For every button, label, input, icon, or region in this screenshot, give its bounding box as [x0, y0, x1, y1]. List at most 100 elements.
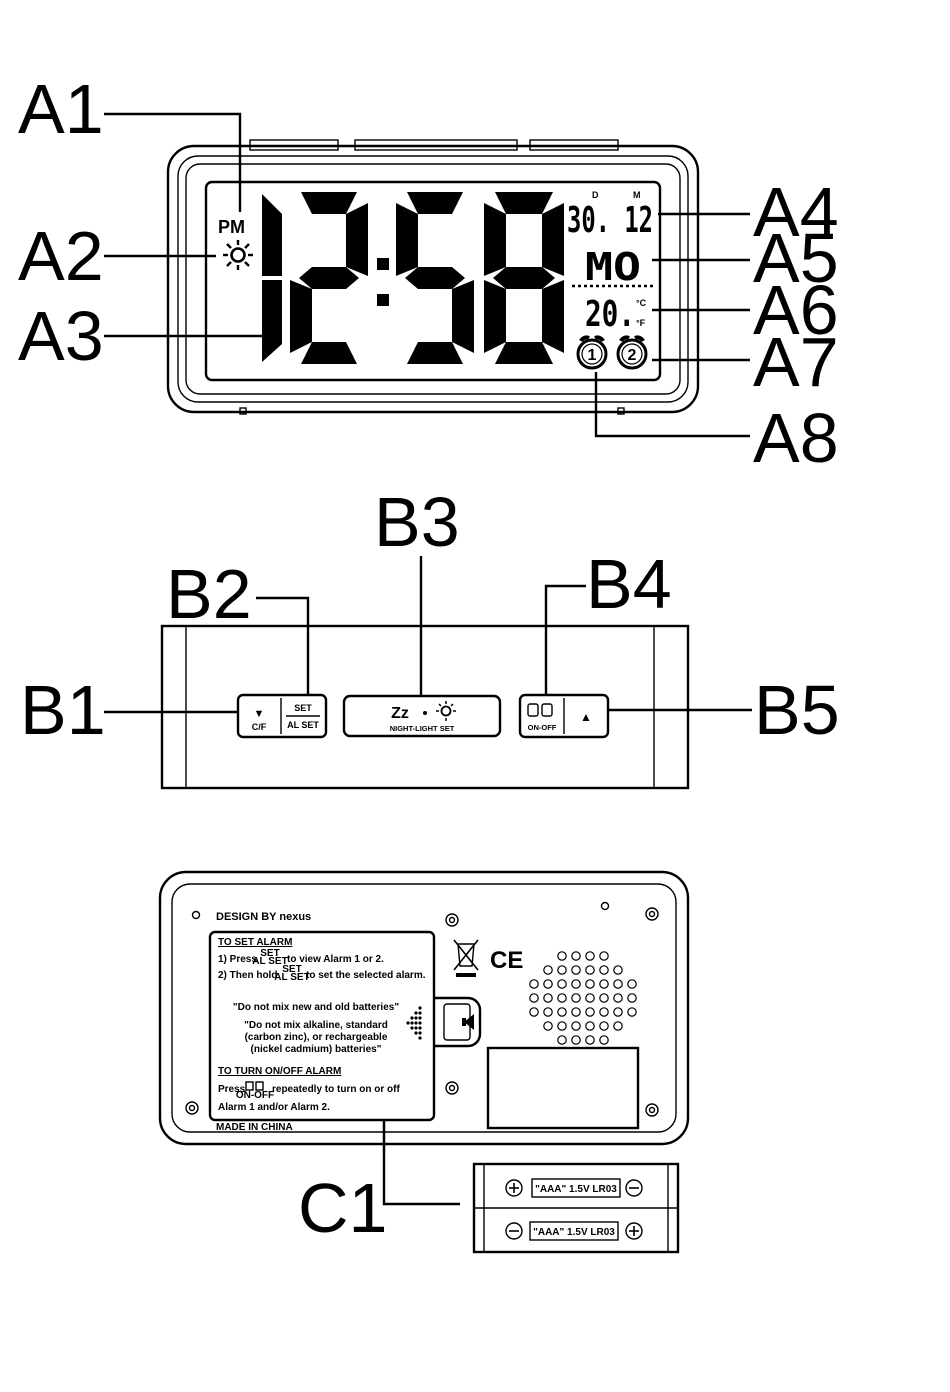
pm-indicator: PM	[218, 217, 245, 237]
speaker-hole	[543, 1021, 553, 1031]
callout-b2: B2	[166, 555, 252, 633]
speaker-hole	[543, 1007, 553, 1017]
speaker-hole	[613, 965, 623, 975]
leader-a1	[104, 112, 242, 212]
back-housing-inner	[171, 883, 677, 1133]
digit-4-seg-e	[484, 280, 506, 353]
svg-text:2: 2	[628, 347, 637, 364]
speaker-hole	[585, 1007, 595, 1017]
alarm1-icon: 1	[576, 335, 608, 370]
alarm2-icon: 2	[616, 335, 648, 370]
back-housing-outer	[158, 870, 690, 1146]
digit-4-seg-c	[542, 280, 564, 353]
callout-a4: A4	[753, 173, 839, 251]
alarm-onoff-up-button[interactable]: ON-OFF ▲	[518, 693, 610, 739]
digit-2-seg-g	[299, 267, 359, 289]
temperature-readout: 20.	[585, 294, 635, 335]
weekday-readout: MO	[585, 245, 641, 289]
speaker-hole	[557, 1035, 567, 1045]
colon-bottom	[377, 294, 389, 306]
callout-a6: A6	[753, 271, 839, 349]
speaker-hole	[571, 965, 581, 975]
battery-2: "AAA" 1.5V LR03	[505, 1221, 643, 1241]
digit-4-seg-g	[493, 267, 555, 289]
bezel	[185, 163, 681, 395]
speaker-hole	[599, 1021, 609, 1031]
callout-a3: A3	[18, 297, 104, 375]
hole-icon	[191, 910, 201, 920]
speaker-hole	[543, 993, 553, 1003]
leader-b4	[544, 584, 586, 696]
step1-suffix: to view Alarm 1 or 2.	[287, 954, 384, 965]
speaker-hole	[585, 1021, 595, 1031]
speaker-hole	[585, 1035, 595, 1045]
leader-c1	[382, 1120, 460, 1206]
step2-suffix: to set the selected alarm.	[306, 970, 426, 981]
snooze-light-button[interactable]: Zz NIGHT-LIGHT SET	[342, 694, 502, 738]
top-panel	[160, 624, 690, 790]
battery-1-label: "AAA" 1.5V LR03	[535, 1184, 617, 1195]
speaker-grille	[529, 951, 637, 1045]
digit-3-seg-a	[407, 192, 463, 214]
speaker-hole	[557, 993, 567, 1003]
unit-celsius: °C	[636, 298, 647, 308]
mini-alarm-icon	[245, 1081, 254, 1091]
speaker-hole	[571, 979, 581, 989]
speaker-hole	[585, 993, 595, 1003]
alarm2-mini-icon	[527, 703, 539, 717]
speaker-hole	[599, 1007, 609, 1017]
digit-1-seg-c	[262, 280, 282, 362]
callout-a7: A7	[753, 323, 839, 401]
onoff-prefix: Press	[218, 1084, 246, 1095]
back-view: DESIGN BY nexus TO SET ALARM 1) Press SE…	[158, 870, 690, 1254]
callout-a2: A2	[18, 217, 104, 295]
ce-mark: CE	[490, 947, 523, 974]
svg-text:AL SET: AL SET	[274, 972, 309, 983]
svg-text:ON-OFF: ON-OFF	[236, 1090, 274, 1101]
svg-text:SET: SET	[282, 964, 301, 975]
digit-4-seg-b	[542, 203, 564, 276]
svg-text:1: 1	[588, 347, 597, 364]
housing-outer	[166, 144, 700, 414]
callout-b1: B1	[20, 671, 106, 749]
warning-mix-types-1: "Do not mix alkaline, standard	[244, 1020, 388, 1031]
foot-right	[617, 407, 625, 415]
grip-dots-icon	[406, 1006, 422, 1040]
speaker-hole	[571, 993, 581, 1003]
battery-pack: "AAA" 1.5V LR03 "AAA" 1.5V LR03	[472, 1162, 680, 1254]
speaker-hole	[585, 951, 595, 961]
digit-1-seg-b	[262, 194, 282, 276]
digit-2-seg-a	[301, 192, 357, 214]
onoff-title: TO TURN ON/OFF ALARM	[218, 1066, 341, 1077]
set-alarm-title: TO SET ALARM	[218, 937, 292, 948]
speaker-hole	[557, 979, 567, 989]
svg-text:SET: SET	[260, 948, 279, 959]
digit-3-seg-g	[405, 267, 465, 289]
speaker-hole	[627, 1007, 637, 1017]
speaker-hole	[543, 979, 553, 989]
speaker-hole	[557, 1021, 567, 1031]
speaker-hole	[529, 979, 539, 989]
zz-label: Zz	[391, 705, 409, 722]
warning-mix-types-2: (carbon zinc), or rechargeable	[245, 1032, 388, 1043]
speaker-hole	[599, 993, 609, 1003]
speaker-hole	[557, 1007, 567, 1017]
night-light-set-label: NIGHT-LIGHT SET	[390, 724, 455, 733]
cf-label: C/F	[252, 722, 267, 732]
leader-a8	[594, 372, 750, 438]
svg-text:AL SET: AL SET	[252, 956, 287, 967]
digit-4-seg-a	[495, 192, 553, 214]
mini-alarm-icon-2	[255, 1081, 264, 1091]
leader-b2	[256, 596, 310, 695]
speaker-hole	[529, 1007, 539, 1017]
callout-b3: B3	[374, 483, 460, 561]
lcd-screen	[204, 180, 662, 382]
label-plate	[486, 1046, 640, 1130]
digit-3-seg-f	[396, 203, 418, 276]
callout-b4: B4	[586, 545, 672, 623]
foot-left	[239, 407, 247, 415]
screw-icon	[185, 907, 659, 1117]
down-set-button[interactable]: ▼ C/F SET AL SET	[236, 693, 328, 739]
digit-4-seg-d	[495, 342, 553, 364]
